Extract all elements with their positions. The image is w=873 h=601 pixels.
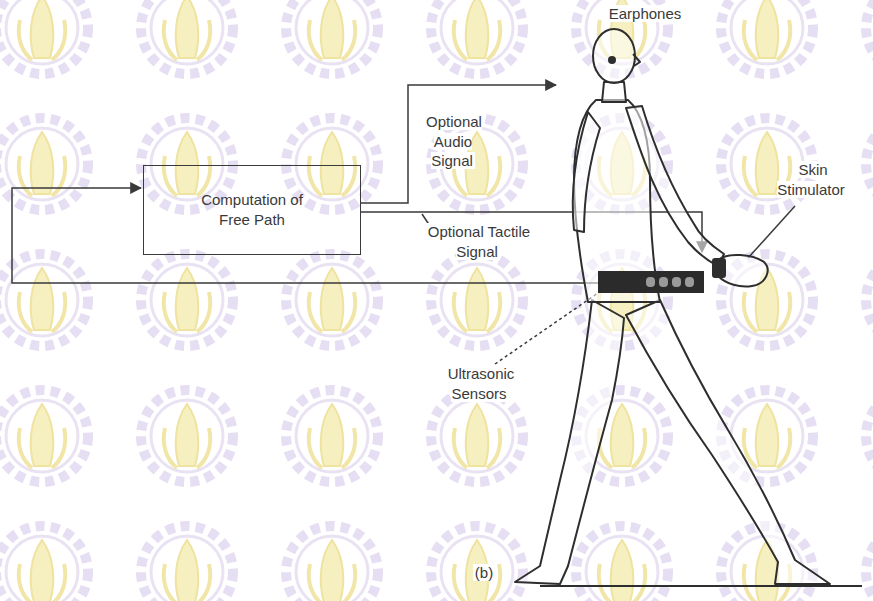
process-text: Computation of Free Path [187, 190, 317, 231]
part-label: Optional Audio Signal [412, 112, 494, 171]
sensor-dot [659, 277, 668, 287]
part-label: Ultrasonic Sensors [428, 364, 532, 403]
ultrasonic-belt [598, 271, 704, 293]
ground-line [540, 585, 862, 587]
skin-stimulator [712, 258, 726, 278]
sensor-dot [685, 277, 694, 287]
earphone [608, 56, 616, 64]
part-label: (b) [466, 563, 502, 583]
sensor-dot [672, 277, 681, 287]
part-label: Skin Stimulator [762, 160, 862, 199]
person-figure [515, 29, 830, 584]
leader-line [748, 206, 795, 258]
sensor-wire [12, 188, 600, 283]
audio-wire [361, 85, 556, 203]
sensor-dot [646, 277, 655, 287]
part-label: Optional Tactile Signal [418, 222, 538, 261]
leader-line [495, 293, 598, 364]
process-box: Computation of Free Path [143, 165, 361, 255]
signal-wires [12, 85, 795, 364]
part-label: Earphones [590, 4, 700, 24]
